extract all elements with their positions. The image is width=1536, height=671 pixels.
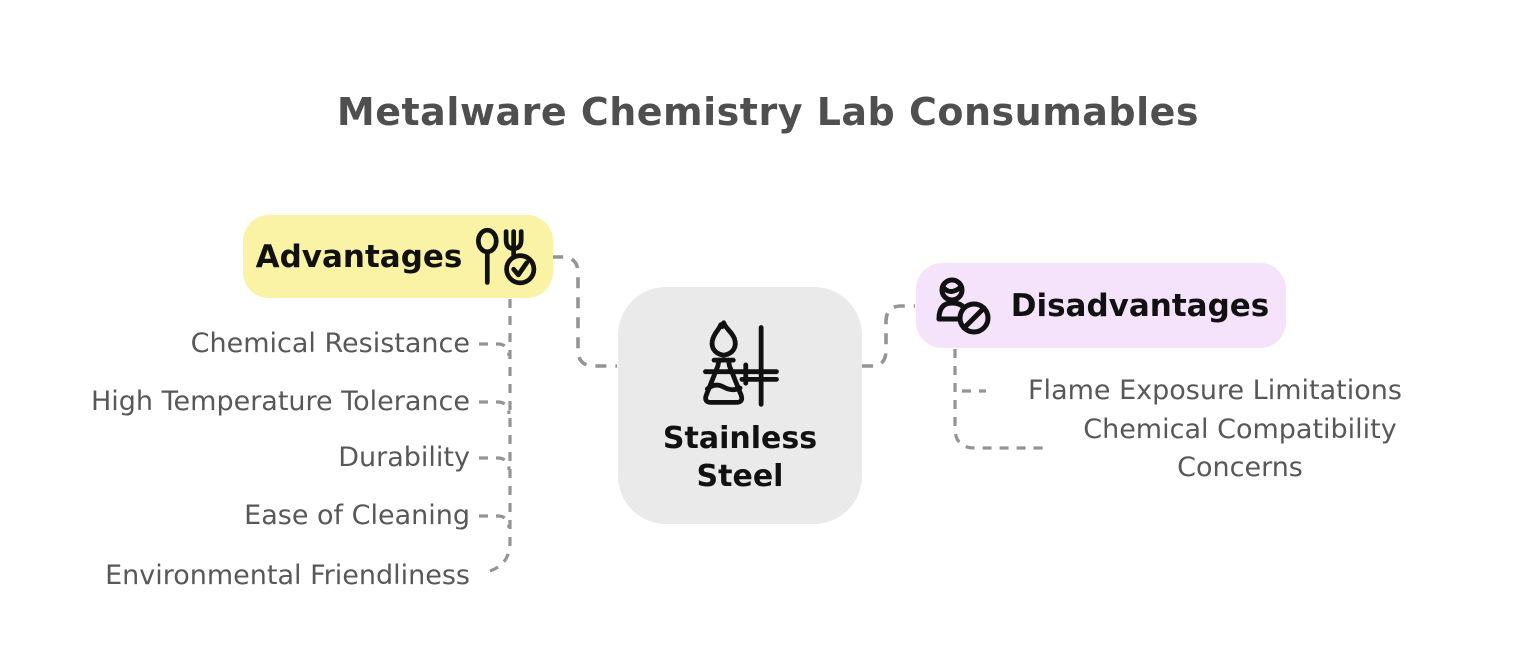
user-blocked-icon <box>936 277 991 334</box>
advantage-item: Ease of Cleaning <box>244 500 470 531</box>
flask-burner-stand-icon <box>703 319 779 407</box>
advantage-item: Environmental Friendliness <box>105 560 470 591</box>
edge-advantages-center <box>552 255 617 368</box>
advantages-label: Advantages <box>255 238 463 275</box>
center-node-label: Stainless Steel <box>662 420 818 494</box>
edge-center-disadvantages <box>862 304 915 368</box>
advantage-item: Durability <box>338 442 470 473</box>
advantage-item: Chemical Resistance <box>190 328 470 359</box>
center-node: Stainless Steel <box>618 287 862 524</box>
utensils-check-icon <box>476 227 537 285</box>
disadvantages-label: Disadvantages <box>1010 287 1270 324</box>
diagram-title: Metalware Chemistry Lab Consumables <box>336 90 1200 134</box>
disadvantages-node: Disadvantages <box>916 263 1286 348</box>
edge-advantage-item-2 <box>479 400 511 415</box>
edge-advantage-item-4 <box>479 514 511 529</box>
advantages-node: Advantages <box>243 215 553 298</box>
advantage-item: High Temperature Tolerance <box>90 386 470 417</box>
edge-advantage-item-3 <box>479 456 511 471</box>
disadvantage-item: Chemical Compatibility Concerns <box>1083 414 1397 483</box>
edge-advantages-trunk <box>489 299 512 573</box>
edge-advantage-item-1 <box>479 342 511 357</box>
disadvantage-item: Flame Exposure Limitations <box>1028 375 1402 406</box>
